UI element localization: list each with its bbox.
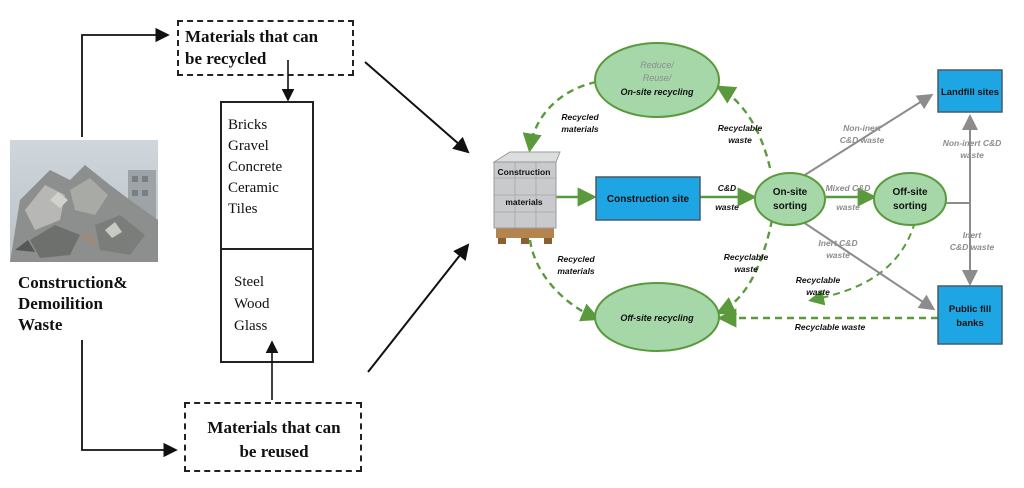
public-fill-box [937, 285, 1003, 345]
inert-left-1: Inert C&D [818, 238, 857, 248]
non-inert-left-2: C&D waste [840, 135, 885, 145]
public-fill-label-1: Public fill [949, 304, 991, 315]
materials-list-box: Bricks Gravel Concrete Ceramic Tiles Ste… [220, 101, 314, 363]
reusable-items-list: Steel Wood Glass [234, 274, 270, 334]
onsite-sorting-label-1: On-site [773, 187, 808, 198]
materials-label-1: Construction [498, 167, 551, 177]
construction-materials-pallet [492, 151, 561, 244]
mixed-cd-waste-2: waste [836, 202, 860, 212]
reduce-label: Reduce/ [640, 60, 675, 70]
inert-right-1: Inert [963, 230, 983, 240]
recyclable-waste-mid-1: Recyclable [724, 252, 769, 262]
onsite-recycling-label: On-site recycling [620, 87, 694, 97]
waste-label: Construction& Demoilition Waste [18, 273, 128, 334]
recyclable-waste-top-2: waste [728, 135, 752, 145]
inert-right-2: C&D waste [950, 242, 995, 252]
inert-left-2: waste [826, 250, 850, 260]
offsite-recycling-label: Off-site recycling [620, 313, 694, 323]
recycled-materials-box: Materials that can be recycled [177, 20, 354, 76]
recyclable-waste-low-1: Recyclable [796, 275, 841, 285]
recyclable-waste-bottom: Recyclable waste [795, 322, 866, 332]
onsite-sorting-label-2: sorting [773, 201, 807, 212]
reduce-reuse-node [594, 42, 720, 118]
offsite-recycling-node [594, 282, 720, 352]
landfill-box [937, 69, 1003, 113]
offsite-sorting-label-2: sorting [893, 201, 927, 212]
mixed-cd-waste-1: Mixed C&D [826, 183, 871, 193]
recycled-materials-bottom-2: materials [557, 266, 595, 276]
non-inert-right-2: waste [960, 150, 984, 160]
cd-waste-2: waste [715, 202, 739, 212]
recycled-materials-top-2: materials [561, 124, 599, 134]
non-inert-left-1: Non-inert [843, 123, 882, 133]
materials-label-2: materials [505, 197, 543, 207]
landfill-label: Landfill sites [941, 87, 999, 98]
reused-materials-box: Materials that can be reused [184, 402, 362, 472]
recyclable-waste-top-1: Recyclable [718, 123, 763, 133]
construction-site-label: Construction site [607, 194, 690, 205]
reuse-label: Reuse/ [643, 73, 673, 83]
offsite-sorting-label-1: Off-site [893, 187, 928, 198]
offsite-sorting-node [873, 172, 947, 226]
recycled-materials-top-1: Recycled [561, 112, 599, 122]
construction-site-box [595, 176, 701, 221]
rubble-photo [10, 140, 158, 262]
recycled-materials-bottom-1: Recycled [557, 254, 595, 264]
recyclable-waste-low-2: waste [806, 287, 830, 297]
recyclable-items-list: Bricks Gravel Concrete Ceramic Tiles [228, 117, 283, 217]
public-fill-label-2: banks [956, 318, 983, 329]
cd-waste-1: C&D [718, 183, 736, 193]
onsite-sorting-node [754, 172, 826, 226]
non-inert-right-1: Non-inert C&D [943, 138, 1002, 148]
recyclable-waste-mid-2: waste [734, 264, 758, 274]
